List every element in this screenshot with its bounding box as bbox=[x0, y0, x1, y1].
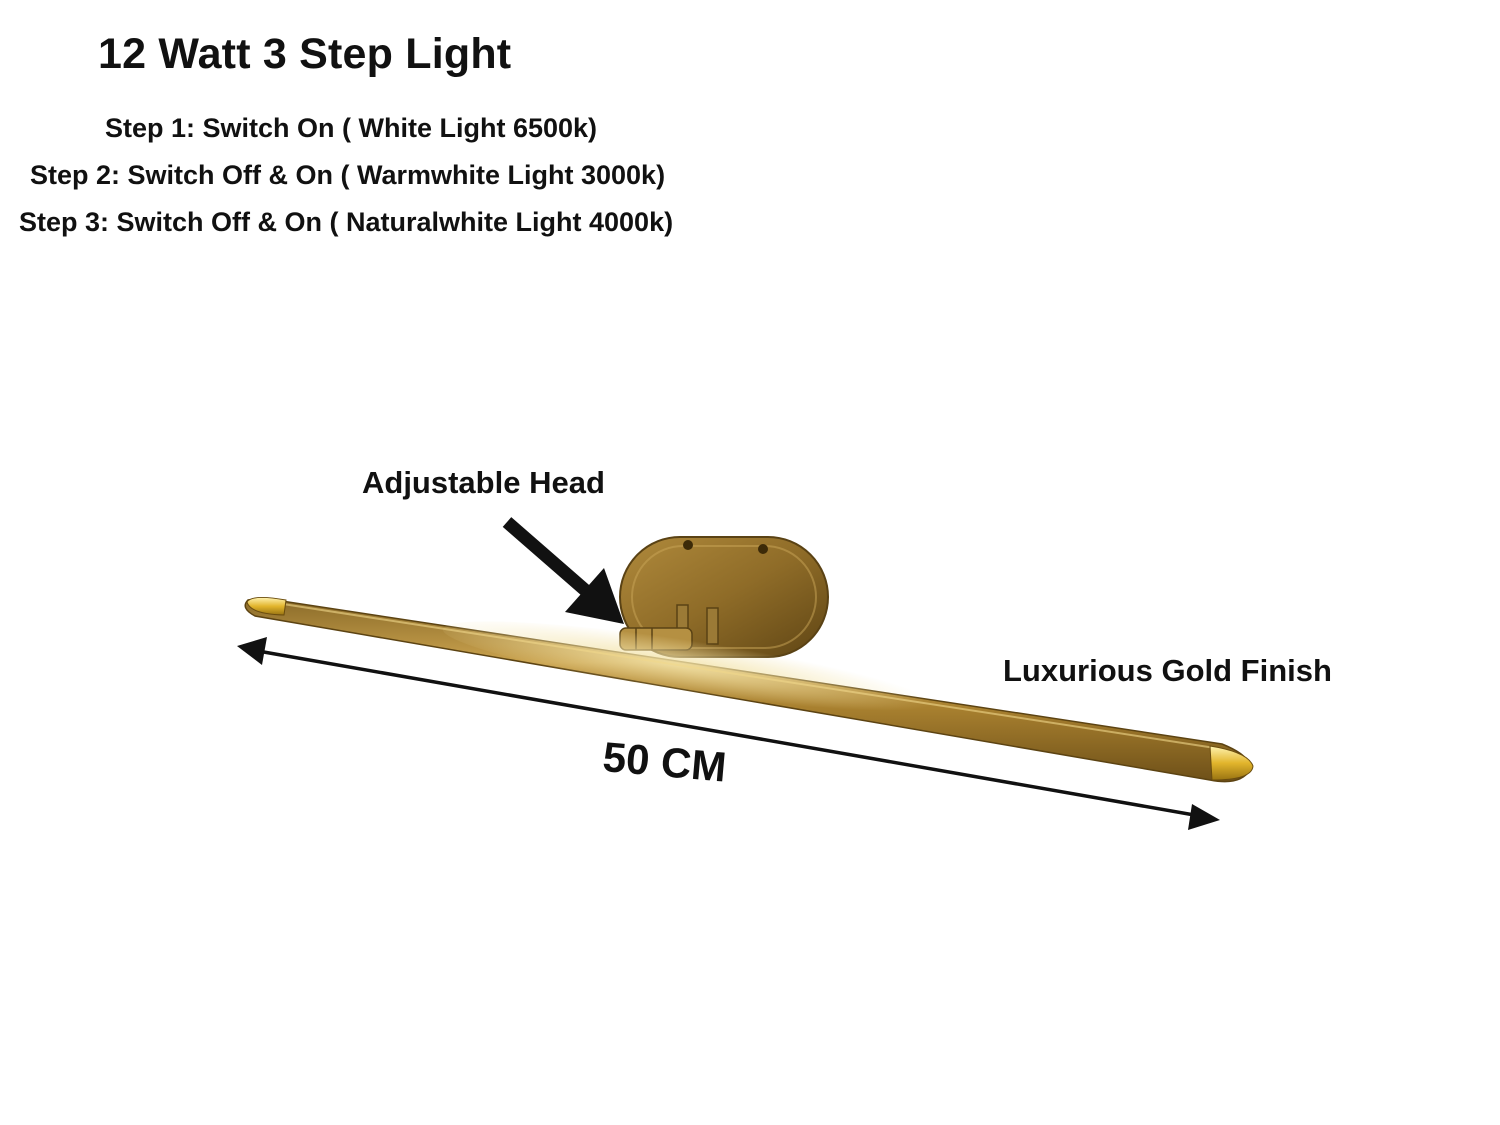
adjustable-head-label: Adjustable Head bbox=[362, 465, 605, 500]
double-arrow-dimension-icon bbox=[237, 637, 1220, 830]
product-title: 12 Watt 3 Step Light bbox=[98, 30, 512, 78]
arrow-pointer-icon bbox=[502, 517, 624, 624]
step-1-text: Step 1: Switch On ( White Light 6500k) bbox=[105, 113, 598, 143]
step-3-text: Step 3: Switch Off & On ( Naturalwhite L… bbox=[19, 207, 674, 237]
gold-finish-label: Luxurious Gold Finish bbox=[1003, 653, 1332, 688]
left-end-cap bbox=[246, 596, 287, 616]
light-bar bbox=[244, 597, 1251, 783]
step-2-text: Step 2: Switch Off & On ( Warmwhite Ligh… bbox=[30, 160, 666, 190]
right-end-cap bbox=[1209, 745, 1254, 781]
